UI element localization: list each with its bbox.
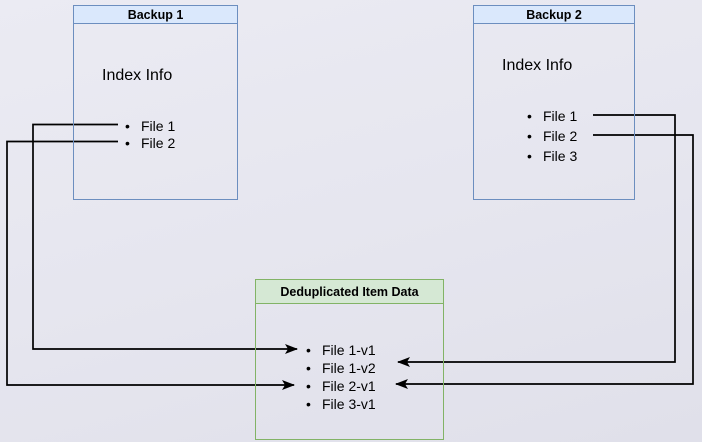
backup2-file-item: File 3 [527, 146, 577, 166]
dedup-item: File 2-v1 [306, 377, 376, 395]
backup1-file-item: File 1 [125, 117, 175, 134]
backup2-container: Backup 2 Index Info File 1 File 2 File 3 [473, 5, 635, 200]
backup1-file-list: File 1 File 2 [125, 117, 175, 151]
deduplicated-item-data-title: Deduplicated Item Data [256, 280, 443, 304]
backup2-file-item: File 2 [527, 126, 577, 146]
backup1-index-info-label: Index Info [102, 67, 173, 84]
deduplicated-item-data-container: Deduplicated Item Data File 1-v1 File 1-… [255, 279, 444, 440]
backup2-file-item: File 1 [527, 106, 577, 126]
dedup-item: File 1-v2 [306, 359, 376, 377]
dedup-item: File 3-v1 [306, 395, 376, 413]
backup1-title: Backup 1 [74, 6, 237, 24]
backup2-index-info-label: Index Info [502, 57, 573, 74]
deduplicated-item-list: File 1-v1 File 1-v2 File 2-v1 File 3-v1 [306, 341, 376, 413]
backup2-file-list: File 1 File 2 File 3 [527, 106, 577, 166]
backup1-file-item: File 2 [125, 134, 175, 151]
dedup-item: File 1-v1 [306, 341, 376, 359]
backup2-title: Backup 2 [474, 6, 634, 24]
backup1-container: Backup 1 Index Info File 1 File 2 [73, 5, 238, 200]
